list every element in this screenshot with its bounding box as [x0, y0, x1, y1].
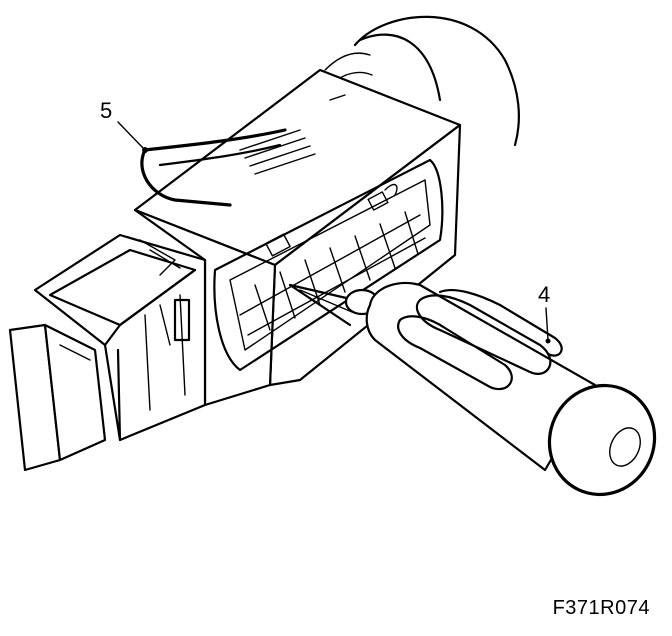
release-tab — [8, 323, 107, 472]
callout-label-5: 5 — [100, 98, 113, 123]
leader-line-5 — [117, 121, 145, 150]
leader-line-4 — [545, 307, 549, 341]
leader-dot-4 — [545, 338, 551, 344]
connector-housing — [133, 68, 462, 407]
callout-label-4: 4 — [538, 282, 551, 307]
connector-latch-frame — [33, 233, 207, 442]
figure-code: F371R074 — [552, 597, 650, 619]
screwdriver — [288, 281, 657, 497]
